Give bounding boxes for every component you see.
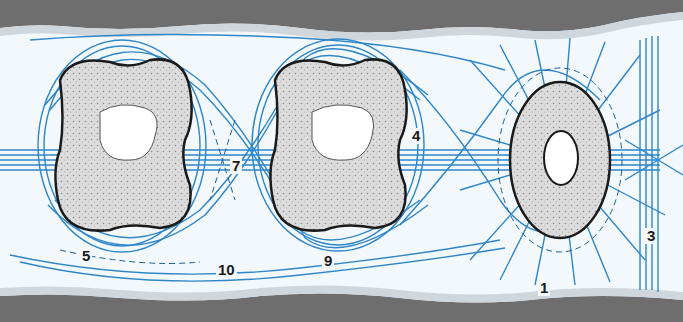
callout-number: 3 <box>645 228 657 244</box>
pulp-canal <box>544 131 578 185</box>
gum-edge <box>0 285 683 302</box>
callout-number: 10 <box>216 262 237 278</box>
callout-number: 4 <box>410 128 422 144</box>
tooth-root <box>55 59 191 230</box>
fiber-bundles <box>0 34 683 292</box>
callout-number: 7 <box>230 158 242 174</box>
pulp-canal <box>312 105 374 160</box>
callout-number: 9 <box>322 253 334 269</box>
gum-band <box>0 293 683 322</box>
tooth-root <box>270 59 406 230</box>
tooth-root <box>510 82 610 238</box>
pulp-canal <box>100 105 157 160</box>
gum-band <box>0 0 683 33</box>
callout-number: 1 <box>538 280 550 296</box>
callout-number: 5 <box>80 248 92 264</box>
